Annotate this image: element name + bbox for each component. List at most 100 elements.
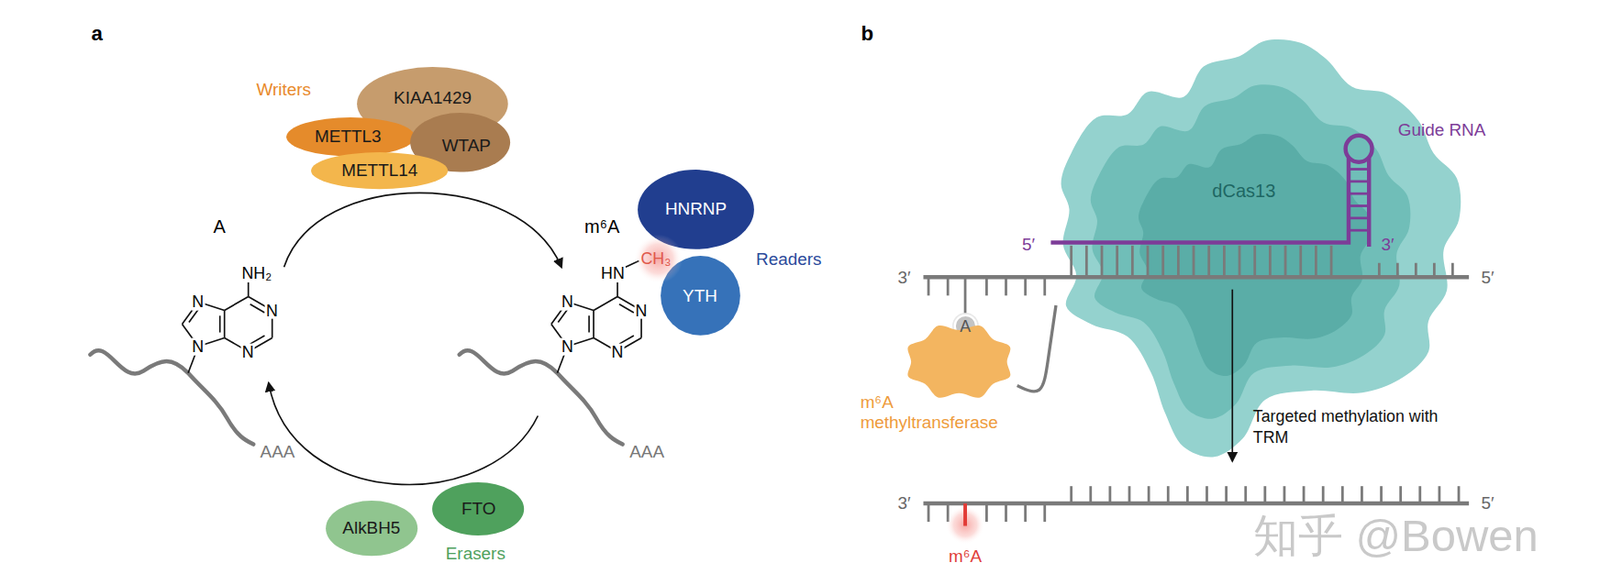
base-tick [1131, 245, 1134, 278]
chemical-bond [247, 282, 250, 298]
base-tick [1379, 486, 1383, 504]
strand-end: 3′ [897, 266, 911, 289]
base-tick [1360, 486, 1364, 504]
ellipse-outline [287, 117, 416, 156]
base-tick [1023, 277, 1027, 296]
watermark: 知乎 @Bowen [1253, 509, 1539, 564]
base-tick [1348, 179, 1369, 183]
base-tick [1069, 245, 1073, 278]
base-tick [1043, 277, 1046, 296]
m6a-tick [963, 503, 967, 526]
base-tick [1192, 245, 1196, 278]
adenine-structures [181, 261, 642, 374]
panel-letter: b [861, 21, 875, 46]
node-label: AlkBH5 [342, 518, 400, 539]
demethylation-arrow [268, 383, 538, 486]
chemical-bond [219, 315, 222, 333]
molecule-name: A [212, 215, 225, 238]
node-label: FTO [461, 499, 496, 520]
base-tick [1253, 245, 1256, 278]
guide-rna [1050, 156, 1349, 243]
strand-end: 3′ [1381, 234, 1395, 256]
base-tick [1418, 486, 1422, 504]
base-tick [985, 503, 989, 523]
atom-label: N [610, 343, 624, 361]
chemical-bond [619, 304, 634, 313]
base-tick [1399, 486, 1402, 504]
atom-label: NH₂ [240, 265, 273, 283]
base-tick [1433, 263, 1436, 278]
rna-chain [459, 350, 623, 445]
base-tick [1205, 486, 1209, 504]
chemical-bond [593, 296, 618, 311]
protein-surface [1090, 84, 1412, 419]
protein-surface [1138, 133, 1371, 377]
ellipse-outline [325, 500, 418, 556]
chemical-bond [592, 310, 595, 338]
writer-ellipse: METTL3 [285, 116, 416, 157]
base-tick [1244, 486, 1247, 504]
base-tick [1115, 245, 1119, 278]
protein-surface [1061, 39, 1462, 458]
node-shape [900, 322, 1018, 402]
base-tick [1457, 486, 1461, 504]
base-tick [1147, 486, 1151, 504]
methyltransferase-blob: m⁶A methyltransferase [900, 322, 1018, 402]
base-tick [1088, 486, 1092, 504]
base-tick [1238, 245, 1242, 278]
base-tick [1166, 486, 1170, 504]
node-label: A [959, 317, 971, 336]
strand-end: 3′ [897, 493, 911, 515]
base-tick [1414, 263, 1418, 278]
molecule-name: m⁶A [584, 215, 620, 238]
node-label: YTH [682, 286, 718, 307]
base-tick [927, 503, 931, 523]
enzyme-label: m⁶A methyltransferase [860, 392, 1014, 433]
process-arrow [1231, 289, 1234, 462]
base-tick [1283, 486, 1287, 504]
atom-label: N [265, 301, 279, 320]
base-tick [1146, 245, 1150, 278]
base-tick [1348, 229, 1369, 233]
methylation-arrow [284, 192, 562, 267]
base-tick [1161, 245, 1165, 278]
base-tick [1341, 486, 1345, 504]
base-tick [1451, 263, 1455, 278]
adenosine-tick [964, 277, 967, 313]
base-tick [1268, 245, 1272, 278]
process-label: Targeted methylation with TRM [1253, 406, 1447, 449]
guide-label: Guide RNA [1398, 120, 1487, 142]
group-title: Readers [755, 248, 822, 270]
methylated-rna [922, 501, 1469, 506]
chemical-bond [588, 315, 590, 333]
writer-ellipse: METTL14 [310, 151, 449, 190]
base-tick [1263, 486, 1267, 504]
base-ticks [928, 169, 1459, 523]
atom-label: HN [600, 265, 626, 283]
rna-chain [89, 350, 254, 445]
atom-label: N [560, 293, 575, 312]
base-tick [1330, 245, 1334, 278]
base-tick [1109, 486, 1112, 504]
strand-end: 5′ [1481, 266, 1495, 289]
group-title: Writers [255, 79, 311, 101]
chemical-bond [616, 282, 619, 298]
base-tick [1177, 245, 1180, 278]
node-label: HNRNP [665, 199, 727, 220]
base-tick [1069, 486, 1073, 504]
base-tick [1348, 192, 1369, 196]
base-tick [1224, 486, 1228, 504]
base-tick [1085, 245, 1089, 278]
base-tick [1207, 245, 1211, 278]
node-label: METTL3 [314, 126, 381, 147]
chemical-bond [557, 309, 568, 323]
base-tick [1284, 245, 1288, 278]
atom-label: N [190, 338, 205, 356]
node-label: dCas13 [1211, 181, 1276, 203]
chemical-bond [223, 310, 226, 338]
panel-letter: a [90, 21, 102, 46]
eraser-ellipse: FTO [431, 481, 525, 537]
